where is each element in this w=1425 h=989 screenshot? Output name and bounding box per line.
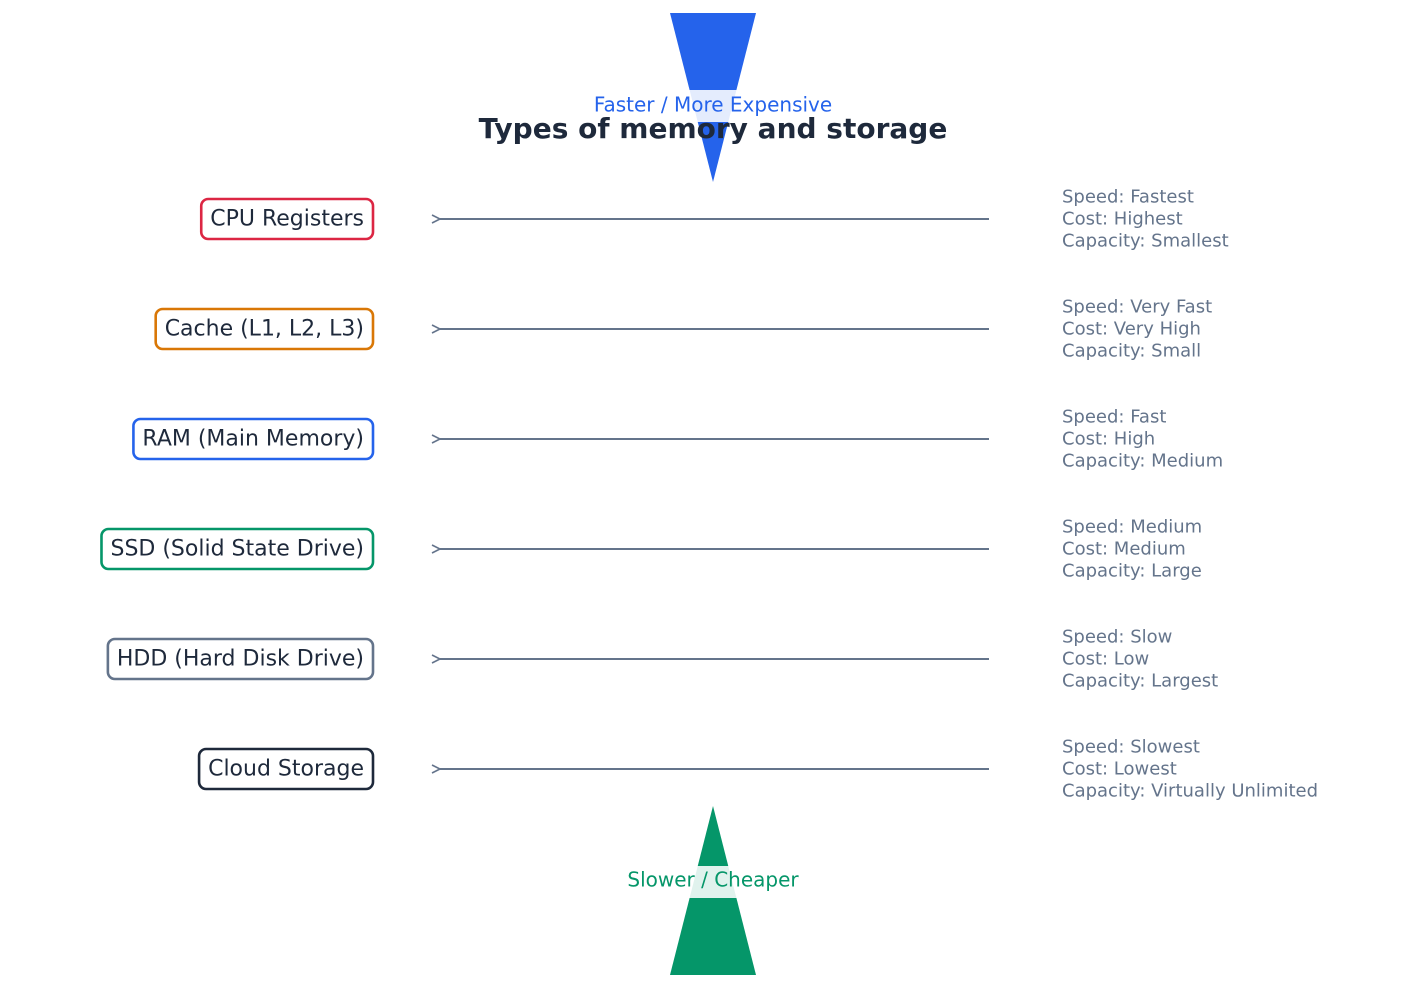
tier-capacity: Capacity: Largest: [1062, 671, 1218, 692]
tier-capacity: Capacity: Small: [1062, 341, 1201, 362]
tier-cost: Cost: Medium: [1062, 539, 1186, 560]
tier-speed: Speed: Slow: [1062, 627, 1172, 648]
tier-box: [199, 197, 375, 241]
tier-cost: Cost: Low: [1062, 649, 1149, 670]
tier-cost: Cost: Lowest: [1062, 759, 1177, 780]
tier-box: [132, 417, 375, 461]
tier-cost: Cost: Very High: [1062, 319, 1201, 340]
tier-name: SSD (Solid State Drive): [110, 537, 364, 562]
tier-box: [106, 637, 375, 681]
diagram-title: Types of memory and storage: [479, 112, 948, 145]
tier-speed: Speed: Slowest: [1062, 737, 1200, 758]
tier-capacity: Capacity: Large: [1062, 561, 1202, 582]
tier-cost: Cost: Highest: [1062, 209, 1183, 230]
slower-indicator: Slower / Cheaper: [627, 806, 799, 975]
tier-cost: Cost: High: [1062, 429, 1155, 450]
bottom-label-background: [688, 866, 738, 898]
tier-name: HDD (Hard Disk Drive): [117, 647, 364, 672]
tier-row: Cache (L1, L2, L3) Speed: Very FastCost: …: [154, 297, 1212, 362]
tier-row: SSD (Solid State Drive) Speed: MediumCost…: [100, 517, 1202, 582]
faster-indicator: Faster / More Expensive: [594, 13, 832, 182]
tier-box: [154, 307, 375, 351]
bottom-label: Slower / Cheaper: [627, 868, 799, 892]
tier-name: Cloud Storage: [208, 757, 364, 782]
tier-name: Cache (L1, L2, L3): [165, 317, 364, 342]
tier-name: RAM (Main Memory): [142, 427, 364, 452]
tier-box: [100, 527, 375, 571]
tier-speed: Speed: Fast: [1062, 407, 1166, 428]
tier-speed: Speed: Very Fast: [1062, 297, 1212, 318]
tier-capacity: Capacity: Medium: [1062, 451, 1223, 472]
top-label: Faster / More Expensive: [594, 93, 832, 117]
tier-name: CPU Registers: [210, 207, 364, 232]
top-label-background: [688, 90, 738, 122]
tier-capacity: Capacity: Smallest: [1062, 231, 1229, 252]
tier-box: [197, 747, 375, 791]
tier-speed: Speed: Fastest: [1062, 187, 1194, 208]
tier-speed: Speed: Medium: [1062, 517, 1202, 538]
tier-capacity: Capacity: Virtually Unlimited: [1062, 781, 1318, 802]
